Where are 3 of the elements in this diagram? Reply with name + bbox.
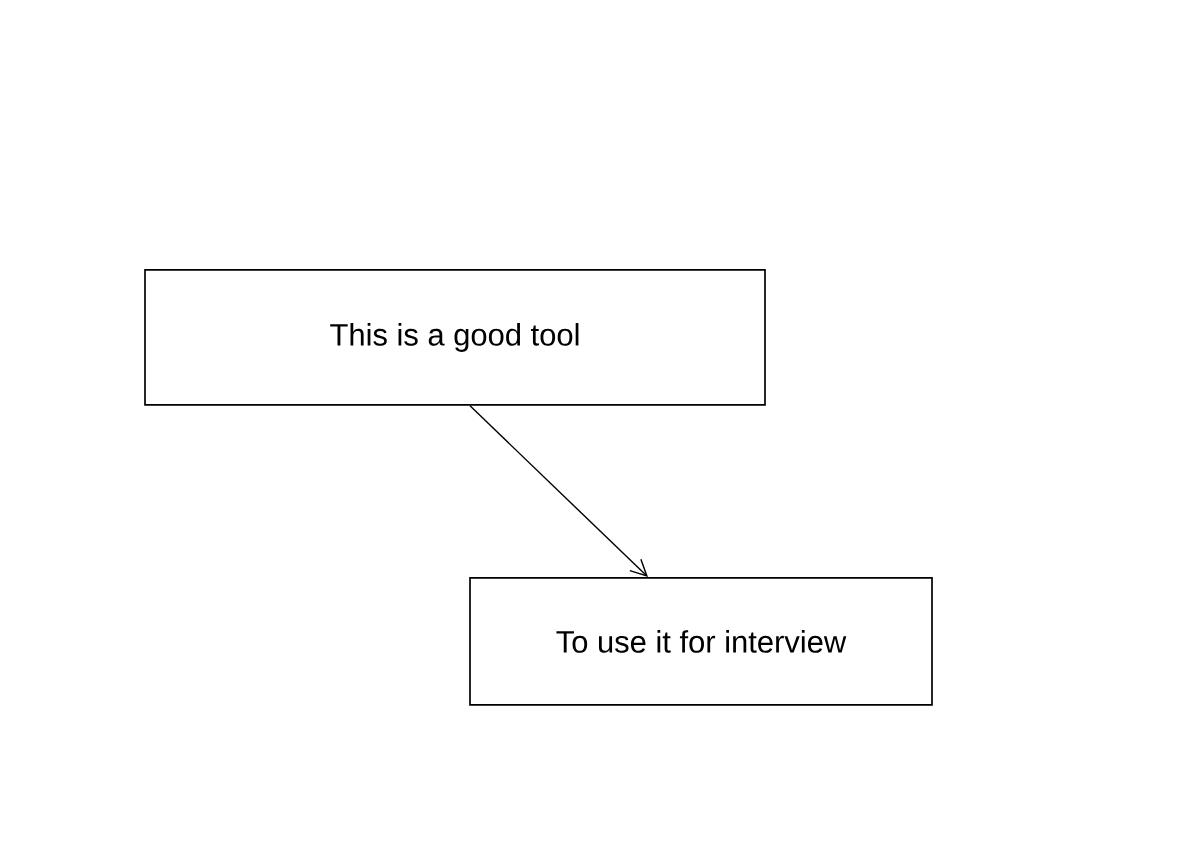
text-box: This is a good tool	[144, 269, 766, 406]
text-box: To use it for interview	[469, 577, 933, 706]
arrow	[469, 405, 648, 578]
